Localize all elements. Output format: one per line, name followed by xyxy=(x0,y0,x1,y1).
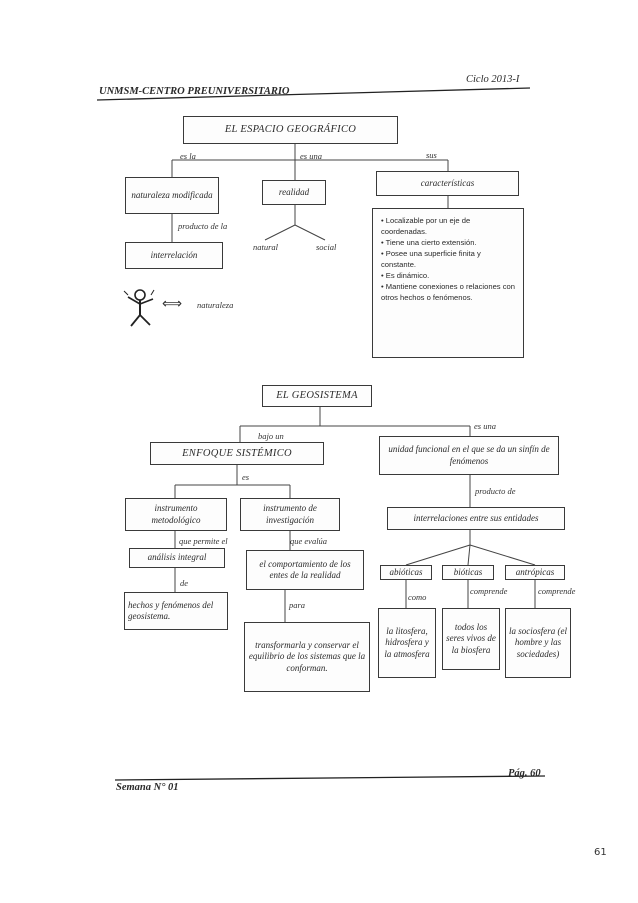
box-interrelaciones: interrelaciones entre sus entidades xyxy=(387,507,565,530)
characteristic-item: • Es dinámico. xyxy=(381,271,430,280)
page-number: 61 xyxy=(594,847,607,858)
double-arrow-icon: ⟺ xyxy=(162,297,183,312)
header-institution: UNMSM-CENTRO PREUNIVERSITARIO xyxy=(99,86,290,97)
box-realidad: realidad xyxy=(262,180,326,205)
label-social: social xyxy=(316,242,337,252)
label-que-permite: que permite el xyxy=(179,536,228,546)
box-transformarla: transformarla y conservar el equilibrio … xyxy=(244,622,370,692)
box-abioticas: abióticas xyxy=(380,565,432,580)
label-es: es xyxy=(242,472,250,482)
label-como: como xyxy=(408,592,427,602)
box-interrelacion: interrelación xyxy=(125,242,223,269)
label-sus: sus xyxy=(426,150,437,160)
label-bajo-un: bajo un xyxy=(258,431,284,441)
box-unidad-funcional: unidad funcional en el que se da un sinf… xyxy=(379,436,559,475)
box-caracteristicas: características xyxy=(376,171,519,196)
box-seres-vivos: todos los seres vivos de la biosfera xyxy=(442,608,500,670)
box-naturaleza-modificada: naturaleza modificada xyxy=(125,177,219,214)
box-instrumento-investigacion: instrumento de investigación xyxy=(240,498,340,531)
box-instrumento-metodologico: instrumento metodológico xyxy=(125,498,227,531)
label-producto-de-la: producto de la xyxy=(178,221,228,231)
box-analisis-integral: análisis integral xyxy=(129,548,225,568)
label-comprende-bioticas: comprende xyxy=(470,586,508,596)
box-hechos-fenomenos: hechos y fenómenos del geosistema. xyxy=(124,592,228,630)
box-bioticas: bióticas xyxy=(442,565,494,580)
label-producto-de: producto de xyxy=(475,486,516,496)
characteristic-item: • Posee una superficie finita y constant… xyxy=(381,249,481,269)
label-de: de xyxy=(180,578,189,588)
label-natural: natural xyxy=(253,242,279,252)
box-litosfera: la litosfera, hidrosfera y la atmosfera xyxy=(378,608,436,678)
label-para: para xyxy=(289,600,306,610)
label-es-una-geo: es una xyxy=(474,421,496,431)
characteristics-list: • Localizable por un eje de coordenadas.… xyxy=(372,208,524,358)
geosistema-title: EL GEOSISTEMA xyxy=(262,385,372,407)
stick-figure-icon xyxy=(123,289,155,327)
label-naturaleza: naturaleza xyxy=(197,300,234,310)
characteristic-item: • Mantiene conexiones o relaciones con o… xyxy=(381,282,515,302)
box-sociosfera: la sociosfera (el hombre y las sociedade… xyxy=(505,608,571,678)
espacio-geografico-title: EL ESPACIO GEOGRÁFICO xyxy=(183,116,398,144)
box-antropicas: antrópicas xyxy=(505,565,565,580)
header-cycle: Ciclo 2013-I xyxy=(466,74,520,85)
box-enfoque-sistemico: ENFOQUE SISTÉMICO xyxy=(150,442,324,465)
label-comprende-antropicas: comprende xyxy=(538,586,576,596)
characteristic-item: • Localizable por un eje de coordenadas. xyxy=(381,216,471,236)
label-que-evalua: que evalúa xyxy=(290,536,328,546)
footer-page: Pág. 60 xyxy=(508,768,541,779)
characteristic-item: • Tiene una cierto extensión. xyxy=(381,238,477,247)
label-es-la: es la xyxy=(180,151,196,161)
label-es-una: es una xyxy=(300,151,322,161)
box-comportamiento: el comportamiento de los entes de la rea… xyxy=(246,550,364,590)
footer-week: Semana N° 01 xyxy=(116,782,179,793)
